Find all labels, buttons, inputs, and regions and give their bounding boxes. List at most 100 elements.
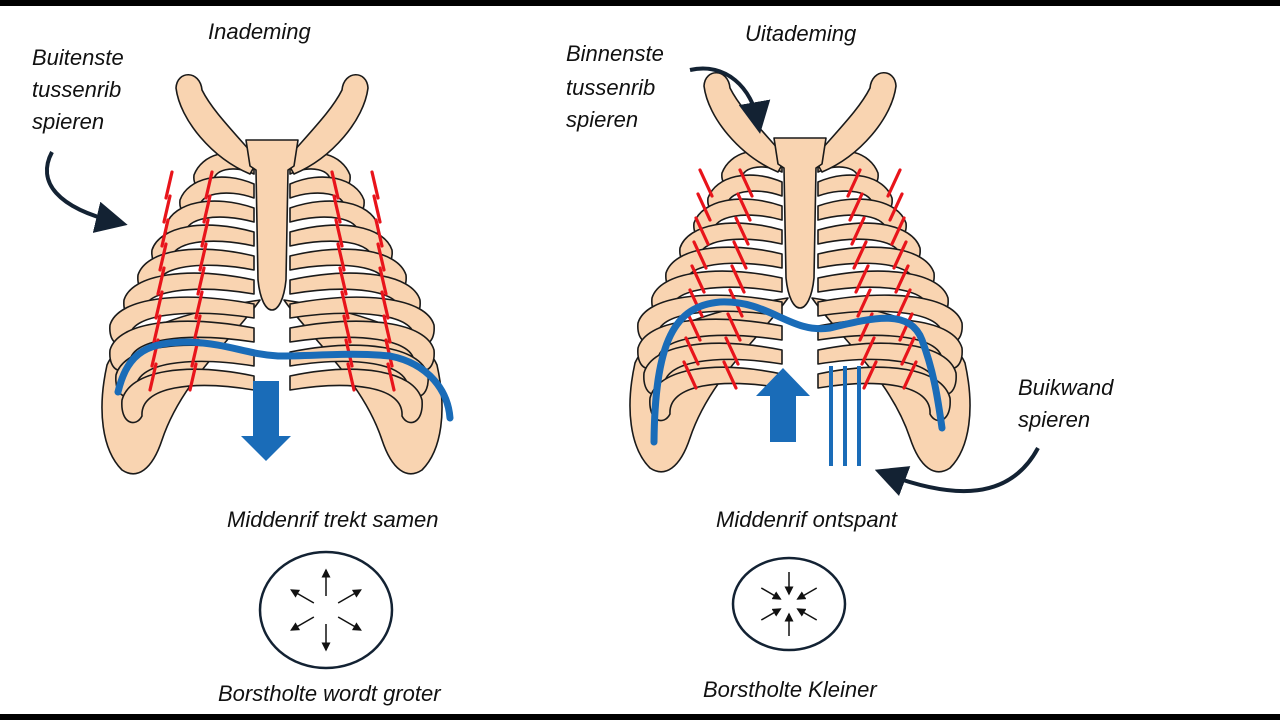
down-arrow-icon: [241, 381, 291, 461]
cavity-arrow: [760, 587, 782, 600]
cavity-arrow: [796, 608, 818, 621]
inner-muscle-label-3: spieren: [566, 107, 639, 132]
cavity-arrow: [760, 608, 782, 621]
abdominal-muscle-pointer: [874, 447, 1040, 497]
intercostal-muscle: [188, 362, 198, 392]
intercostal-muscle: [848, 192, 864, 222]
inner-muscle-label-1: Binnenste: [566, 41, 664, 66]
intercostal-muscle: [902, 360, 918, 390]
intercostal-muscle: [692, 240, 708, 270]
intercostal-muscle: [850, 216, 866, 246]
intercostal-muscle: [736, 192, 752, 222]
intercostal-muscle: [694, 216, 710, 246]
intercostal-muscle: [854, 264, 870, 294]
intercostal-muscle: [892, 240, 908, 270]
intercostal-muscle: [726, 312, 742, 342]
intercostal-muscle: [160, 218, 170, 248]
upper-rib: [285, 73, 369, 175]
intercostal-muscle: [898, 312, 914, 342]
intercostal-muscle: [196, 266, 206, 296]
intercostal-muscle: [682, 360, 698, 390]
exhale-ribcage: [629, 71, 971, 473]
intercostal-muscle: [372, 194, 382, 224]
intercostal-muscle: [148, 362, 158, 392]
intercostal-muscle: [386, 362, 396, 392]
intercostal-muscle: [686, 312, 702, 342]
intercostal-muscle: [340, 290, 350, 320]
intercostal-muscle: [886, 168, 902, 198]
intercostal-muscle: [338, 266, 348, 296]
intercostal-muscle: [194, 290, 204, 320]
intercostal-muscle: [204, 170, 214, 200]
intercostal-muscle: [202, 194, 212, 224]
upper-rib: [813, 71, 897, 173]
intercostal-muscle: [890, 216, 906, 246]
intercostal-muscle: [334, 218, 344, 248]
intercostal-muscle: [738, 168, 754, 198]
intercostal-muscle: [696, 192, 712, 222]
outer-muscle-label-3: spieren: [32, 109, 105, 134]
intercostal-muscle: [722, 360, 738, 390]
intercostal-muscle: [852, 240, 868, 270]
intercostal-muscle: [152, 314, 162, 344]
intercostal-muscle: [164, 170, 174, 200]
inner-muscle-label-2: tussenrib: [566, 75, 656, 100]
intercostal-muscle: [330, 170, 340, 200]
intercostal-muscle: [332, 194, 342, 224]
intercostal-muscle: [862, 360, 878, 390]
intercostal-muscle: [730, 264, 746, 294]
intercostal-muscle: [346, 362, 356, 392]
sternum: [773, 137, 827, 309]
abdominal-label-2: spieren: [1018, 407, 1091, 432]
intercostal-muscle: [690, 264, 706, 294]
intercostal-muscle: [900, 336, 916, 366]
inhale-title: Inademing: [208, 19, 311, 44]
inward-arrows-icon: [731, 556, 847, 652]
exhale-diaphragm: [650, 298, 946, 446]
intercostal-muscle: [376, 242, 386, 272]
cavity-arrow: [337, 589, 362, 604]
cavity-arrow: [290, 589, 315, 604]
intercostal-muscle: [380, 290, 390, 320]
intercostal-muscle: [370, 170, 380, 200]
intercostal-muscle: [698, 168, 714, 198]
outer-muscle-label-2: tussenrib: [32, 77, 122, 102]
top-border: [0, 0, 1280, 6]
intercostal-muscle: [732, 240, 748, 270]
parallel-lines-icon: [829, 366, 861, 466]
cavity-arrow: [796, 587, 818, 600]
outward-arrows-icon: [258, 550, 394, 670]
exhale-diaphragm-caption: Middenrif ontspant: [716, 507, 897, 532]
inhale-ribcage: [101, 73, 443, 475]
intercostal-muscle: [888, 192, 904, 222]
intercostal-muscle: [198, 242, 208, 272]
intercostal-muscle: [192, 314, 202, 344]
intercostal-muscle: [342, 314, 352, 344]
sternum: [245, 139, 299, 311]
intercostal-muscle: [162, 194, 172, 224]
inner-muscle-pointer: [689, 66, 771, 134]
intercostal-muscle: [734, 216, 750, 246]
up-arrow-icon: [756, 368, 810, 442]
bottom-border: [0, 714, 1280, 720]
intercostal-muscle: [158, 242, 168, 272]
upper-rib: [175, 73, 259, 175]
outer-muscle-label-1: Buitenste: [32, 45, 124, 70]
abdominal-label-1: Buikwand: [1018, 375, 1114, 400]
exhale-title: Uitademing: [745, 21, 857, 46]
intercostal-muscle: [156, 266, 166, 296]
intercostal-muscle: [336, 242, 346, 272]
intercostal-muscle: [724, 336, 740, 366]
intercostal-muscle: [378, 266, 388, 296]
cavity-arrow: [290, 616, 315, 631]
outer-muscle-pointer: [45, 151, 128, 233]
intercostal-muscle: [200, 218, 210, 248]
intercostal-muscle: [860, 336, 876, 366]
inhale-diaphragm-caption: Middenrif trekt samen: [227, 507, 439, 532]
exhale-cavity-caption: Borstholte Kleiner: [703, 677, 877, 702]
intercostal-muscle: [688, 288, 704, 318]
inhale-cavity-caption: Borstholte wordt groter: [218, 681, 441, 706]
intercostal-muscle: [154, 290, 164, 320]
